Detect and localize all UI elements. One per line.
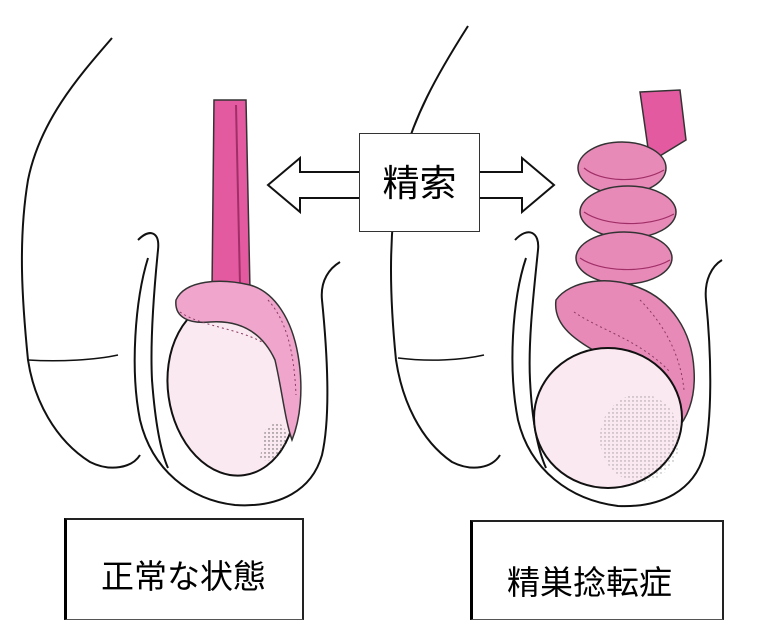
left-spermatic-cord xyxy=(211,99,251,291)
right-twisted-cord xyxy=(575,141,677,285)
right-cord-coil-shading xyxy=(579,167,675,271)
spermatic-cord-text: 精索 xyxy=(382,162,457,205)
torsion-anatomy-illustration xyxy=(390,25,723,508)
testicular-torsion-label: 精巣捻転症 xyxy=(470,520,724,620)
left-epididymis-shading xyxy=(179,299,297,396)
normal-state-text: 正常な状態 xyxy=(101,557,266,596)
right-spermatic-cord-top xyxy=(639,89,687,164)
left-cord-highlight xyxy=(235,104,241,286)
testicular-torsion-text: 精巣捻転症 xyxy=(507,563,672,602)
right-epididymis-shading xyxy=(573,299,685,391)
right-thigh-outline xyxy=(390,25,501,469)
right-body-fold xyxy=(397,354,485,361)
left-pubic-outline xyxy=(137,232,169,469)
spermatic-cord-label: 精索 xyxy=(359,133,480,232)
right-testis-shading xyxy=(600,394,680,482)
normal-anatomy-illustration xyxy=(20,37,341,507)
normal-state-label: 正常な状態 xyxy=(64,518,304,620)
left-body-fold xyxy=(27,354,119,362)
double-arrow-right xyxy=(477,155,556,215)
left-epididymis xyxy=(175,280,302,443)
double-arrow-left xyxy=(266,155,363,215)
left-thigh-outline xyxy=(20,37,141,469)
left-scrotum-outline xyxy=(133,257,341,507)
left-testis-shading xyxy=(260,423,288,461)
right-scrotum-outline xyxy=(511,257,723,508)
